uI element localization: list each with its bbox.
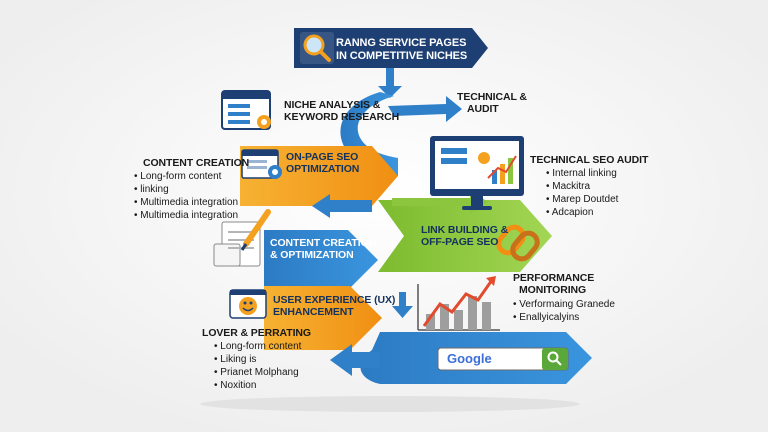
list-item: Internal linking (546, 167, 648, 180)
performance-block: PERFORMANCE MONITORING Verformaing Grane… (513, 272, 615, 324)
list-item: Marep Doutdet (546, 193, 648, 206)
link-building-label-line2: OFF-PAGE SEO (421, 236, 499, 248)
content-creation-list: Long-form content linking Multimedia int… (134, 170, 249, 222)
header-title-line2: IN COMPETITIVE NICHES (336, 50, 468, 62)
list-item: Multimedia integration (134, 209, 249, 222)
content-label: CONTENT CREATION & OPTIMIZATION (270, 237, 376, 261)
technical-seo-audit-title: TECHNICAL SEO AUDIT (530, 154, 649, 166)
pen-document-icon (213, 209, 271, 267)
onpage-label-line2: OPTIMIZATION (286, 163, 360, 175)
technical-audit-label-line1: TECHNICAL & (457, 91, 527, 103)
google-logo-text[interactable]: Google (447, 351, 492, 366)
list-item: Liking is (214, 353, 311, 366)
document-gear-icon (241, 149, 282, 179)
technical-audit-label-line2: AUDIT (467, 103, 499, 115)
magnifier-icon (303, 34, 331, 62)
floor-shadow (200, 396, 580, 412)
content-arrow (264, 230, 378, 290)
niche-label-line2: KEYWORD RESEARCH (284, 111, 400, 123)
performance-list: Verformaing Granede Enallyicalyins (513, 298, 615, 324)
onpage-arrow (240, 146, 398, 206)
content-label-line1: CONTENT CREATION (270, 237, 377, 249)
list-item: Enallyicalyins (513, 311, 615, 324)
list-item: Long-form content (134, 170, 249, 183)
niche-label: NICHE ANALYSIS & KEYWORD RESEARCH (284, 99, 399, 123)
ux-label-line2: ENHANCEMENT (273, 306, 354, 318)
left-arrow-upper (312, 194, 372, 218)
content-creation-block: CONTENT CREATION Long-form content linki… (140, 157, 250, 222)
list-item: Mackitra (546, 180, 648, 193)
performance-title-line1: PERFORMANCE (513, 272, 595, 284)
search-bar-icon (437, 347, 569, 371)
list-item: Prianet Molphang (214, 366, 311, 379)
green-right-arrow (392, 190, 488, 214)
lover-title: LOVER & PERRATING (202, 327, 311, 339)
technical-seo-audit-list: Internal linking Mackitra Marep Doutdet … (546, 167, 648, 219)
header-title-line1: RANNG SERVICE PAGES (336, 37, 467, 49)
niche-label-line1: NICHE ANALYSIS & (284, 99, 381, 111)
lover-block: LOVER & PERRATING Long-form content Liki… (202, 327, 311, 392)
small-down-arrow (392, 292, 413, 318)
technical-audit-label: TECHNICAL & AUDIT (457, 91, 527, 115)
chain-link-icon (496, 224, 540, 262)
content-label-line2: & OPTIMIZATION (270, 249, 354, 261)
ux-label: USER EXPERIENCE (UX) ENHANCEMENT (273, 294, 395, 318)
list-item: Long-form content (214, 340, 311, 353)
list-item: Noxition (214, 379, 311, 392)
performance-title-line2: MONITORING (519, 284, 587, 296)
smiley-icon (229, 289, 267, 319)
list-item: Verformaing Granede (513, 298, 615, 311)
list-item: linking (134, 183, 249, 196)
onpage-label-line1: ON-PAGE SEO (286, 151, 359, 163)
content-creation-title: CONTENT CREATION (143, 157, 250, 169)
list-item: Multimedia integration (134, 196, 249, 209)
browser-gear-icon (221, 90, 271, 130)
bottom-left-arrow (330, 344, 380, 376)
link-building-label-line1: LINK BUILDING & (421, 224, 509, 236)
lover-list: Long-form content Liking is Prianet Molp… (214, 340, 311, 392)
monitor-chart-icon (430, 136, 524, 210)
header-title: RANNG SERVICE PAGES IN COMPETITIVE NICHE… (336, 37, 467, 63)
technical-seo-audit-block: TECHNICAL SEO AUDIT Internal linking Mac… (530, 154, 648, 219)
growth-chart-icon (417, 276, 500, 331)
ux-arrow (264, 286, 382, 350)
technical-audit-arrow (388, 96, 462, 122)
ux-label-line1: USER EXPERIENCE (UX) (273, 294, 396, 306)
link-building-label: LINK BUILDING & OFF-PAGE SEO (421, 224, 508, 248)
header-down-arrow (378, 68, 402, 98)
list-item: Adcapion (546, 206, 648, 219)
onpage-label: ON-PAGE SEO OPTIMIZATION (286, 151, 359, 175)
